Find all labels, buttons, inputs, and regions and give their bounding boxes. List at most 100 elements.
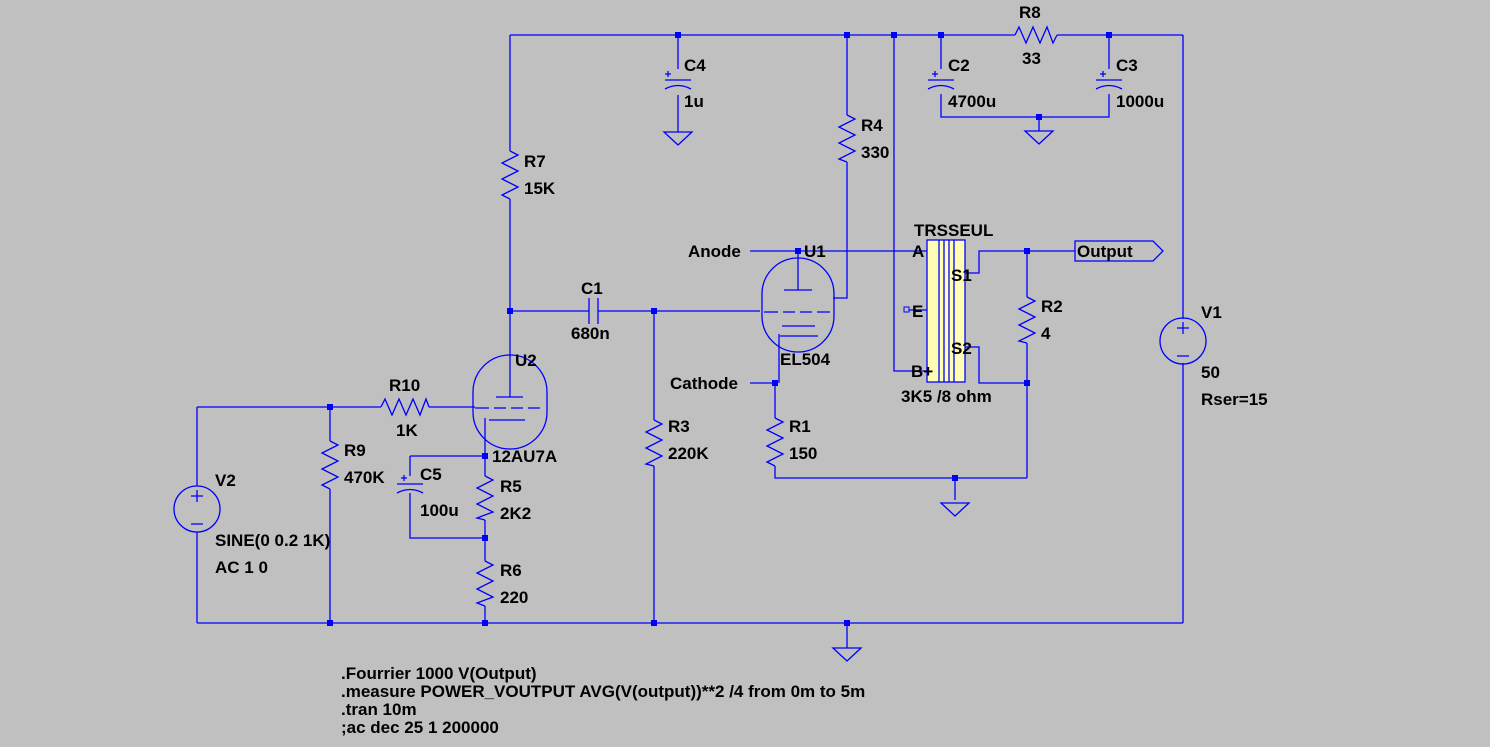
u1-tube-symbol[interactable] <box>761 257 835 353</box>
transformer-pin-s1: S1 <box>951 266 972 285</box>
junction-dot <box>327 620 333 626</box>
c2-value: 4700u <box>948 92 996 111</box>
junction-dot <box>651 620 657 626</box>
r5-name: R5 <box>500 477 522 496</box>
r5-symbol[interactable] <box>474 475 495 521</box>
c3-value: 1000u <box>1116 92 1164 111</box>
directive-line: .tran 10m <box>341 700 417 719</box>
transformer-value: 3K5 /8 ohm <box>901 387 992 406</box>
v1-extra: Rser=15 <box>1201 390 1268 409</box>
c4-value: 1u <box>684 92 704 111</box>
cathode-net-label: Cathode <box>670 374 738 393</box>
c1-symbol[interactable] <box>588 298 599 324</box>
r7-name: R7 <box>524 152 546 171</box>
transformer-pin-s2: S2 <box>951 339 972 358</box>
c5-value: 100u <box>420 501 459 520</box>
junction-dot <box>938 32 944 38</box>
directive-line: .measure POWER_VOUTPUT AVG(V(output))**2… <box>341 682 865 701</box>
junction-dot <box>1024 248 1030 254</box>
v1-symbol[interactable] <box>1159 317 1207 365</box>
anode-net-label: Anode <box>688 242 741 261</box>
r1-value: 150 <box>789 444 817 463</box>
junction-dot <box>482 620 488 626</box>
v2-value: SINE(0 0.2 1K) <box>215 531 330 550</box>
r6-value: 220 <box>500 588 528 607</box>
r1-name: R1 <box>789 417 811 436</box>
ground-symbols <box>662 130 1055 662</box>
junction-dot <box>844 32 850 38</box>
v2-name: V2 <box>215 471 236 490</box>
c1-name: C1 <box>581 279 603 298</box>
ground-icon <box>939 502 971 517</box>
r1-symbol[interactable] <box>765 417 785 467</box>
r9-value: 470K <box>344 468 385 487</box>
output-flag[interactable] <box>1074 240 1164 262</box>
directive-line: .Fourrier 1000 V(Output) <box>341 664 537 683</box>
ground-icon <box>1023 130 1055 145</box>
transformer-pin-e: E <box>912 302 923 321</box>
spice-directives[interactable]: .Fourrier 1000 V(Output) .measure POWER_… <box>341 664 865 737</box>
v2-extra: AC 1 0 <box>215 558 268 577</box>
junction-dot <box>327 404 333 410</box>
junction-dot <box>675 32 681 38</box>
r10-name: R10 <box>389 376 420 395</box>
junction-dots <box>327 32 1112 626</box>
r8-symbol[interactable] <box>1014 25 1058 45</box>
r3-symbol[interactable] <box>644 419 664 467</box>
transformer-pin-b: B+ <box>911 362 933 381</box>
v2-symbol[interactable] <box>173 485 221 533</box>
r9-name: R9 <box>344 441 366 460</box>
output-net-label: Output <box>1077 242 1133 261</box>
transformer-symbol[interactable] <box>903 239 966 383</box>
transformer-name: TRSSEUL <box>914 221 993 240</box>
component-labels: R8 33 C4 1u C2 4700u C3 1000u R4 330 R7 … <box>215 3 1268 607</box>
junction-dot <box>482 535 488 541</box>
junction-dot <box>795 248 801 254</box>
r4-name: R4 <box>861 116 883 135</box>
c5-symbol[interactable] <box>396 475 424 494</box>
r10-symbol[interactable] <box>380 397 430 417</box>
r2-symbol[interactable] <box>1017 296 1037 344</box>
r5-value: 2K2 <box>500 504 531 523</box>
wires <box>196 34 1184 648</box>
v1-value: 50 <box>1201 363 1220 382</box>
r9-symbol[interactable] <box>320 440 340 490</box>
ground-icon <box>831 647 863 662</box>
u2-name: U2 <box>515 351 537 370</box>
r6-symbol[interactable] <box>475 560 495 607</box>
ground-icon <box>662 131 694 146</box>
v1-name: V1 <box>1201 303 1222 322</box>
c3-name: C3 <box>1116 56 1138 75</box>
r4-symbol[interactable] <box>837 114 857 163</box>
junction-dot <box>772 380 778 386</box>
r6-name: R6 <box>500 561 522 580</box>
capacitor-symbols <box>396 71 1123 494</box>
c1-value: 680n <box>571 324 610 343</box>
u2-tube-symbol[interactable] <box>472 354 548 450</box>
r2-value: 4 <box>1041 324 1051 343</box>
u1-name: U1 <box>804 242 826 261</box>
r2-name: R2 <box>1041 297 1063 316</box>
r8-name: R8 <box>1019 3 1041 22</box>
u1-value: EL504 <box>780 350 831 369</box>
r7-symbol[interactable] <box>500 150 520 200</box>
u2-value: 12AU7A <box>492 447 557 466</box>
r10-value: 1K <box>396 421 418 440</box>
r8-value: 33 <box>1022 49 1041 68</box>
junction-dot <box>844 620 850 626</box>
junction-dot <box>952 475 958 481</box>
c2-name: C2 <box>948 56 970 75</box>
c4-name: C4 <box>684 56 706 75</box>
directive-line: ;ac dec 25 1 200000 <box>341 718 499 737</box>
c4-symbol[interactable] <box>664 71 692 90</box>
c5-name: C5 <box>420 465 442 484</box>
c2-symbol[interactable] <box>927 71 955 90</box>
r3-value: 220K <box>668 444 709 463</box>
transformer-pin-a: A <box>912 242 924 261</box>
junction-dot <box>1106 32 1112 38</box>
c3-symbol[interactable] <box>1095 71 1123 90</box>
r4-value: 330 <box>861 143 889 162</box>
junction-dot <box>1036 114 1042 120</box>
r3-name: R3 <box>668 417 690 436</box>
